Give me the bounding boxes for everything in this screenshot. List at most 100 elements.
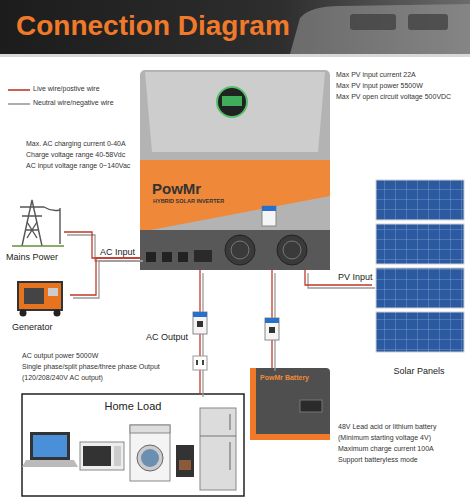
spec-note: Max PV input current 22A: [336, 71, 416, 79]
inverter-illustration: [140, 70, 330, 270]
node-label: PowMr Battery: [260, 374, 309, 382]
breaker-symbol: [269, 327, 275, 333]
neutral-wire: [67, 235, 143, 261]
inverter-illustration: [145, 72, 325, 152]
inverter-illustration: [162, 252, 172, 262]
appliance-symbols: [80, 442, 124, 470]
appliance-symbols: [30, 432, 70, 460]
breaker-symbol: [193, 312, 207, 334]
pylon-symbol: [12, 200, 64, 246]
spec-note: Charge voltage range 40-58Vdc: [26, 151, 125, 159]
outlet-symbol: [193, 356, 207, 370]
generator-symbol: [24, 288, 44, 304]
breaker-symbol: [265, 318, 279, 323]
appliance-symbols: [179, 460, 191, 470]
mains-power-node: Mains Power: [6, 196, 64, 268]
outlet-symbol: [193, 356, 207, 370]
spec-note: Maximum charge current 100A: [338, 445, 434, 453]
inverter-illustration: [277, 235, 307, 265]
node-label: Mains Power: [6, 252, 58, 262]
port-label: AC Output: [146, 332, 188, 342]
header-band: [0, 0, 470, 57]
node-subtitle: HYBRID SOLAR INVERTER: [153, 198, 224, 204]
outlet-symbol: [202, 360, 204, 365]
live-wire: [64, 232, 140, 258]
neutral-wire: [202, 273, 203, 397]
inverter-illustration: [178, 252, 188, 262]
appliance-symbols: [130, 425, 170, 433]
spec-note: AC output power 5000W: [22, 352, 98, 360]
legend-text: Live wire/postive wire: [33, 85, 100, 93]
solar-panel-node: Solar Panels: [372, 178, 466, 380]
generator-symbol: [48, 288, 58, 296]
pylon-symbol: [44, 207, 60, 211]
spec-note: Max PV input power 5500W: [336, 82, 423, 90]
home-load-frame: [22, 394, 244, 496]
live-wire: [199, 270, 200, 394]
battery-symbol: [250, 368, 256, 440]
inverter-illustration: [140, 70, 330, 270]
breaker-symbol: [193, 312, 207, 334]
inverter-illustration: [222, 96, 242, 106]
inverter-illustration: [231, 241, 249, 259]
neutral-wire: [308, 273, 375, 288]
home-load-frame: [22, 394, 244, 496]
live-wire: [271, 270, 272, 368]
inverter-illustration: [194, 250, 212, 262]
appliance-symbols: [130, 425, 170, 481]
spec-note: 48V Lead acid or lithium battery: [338, 423, 436, 431]
header-band: [408, 14, 448, 30]
breaker-symbol: [265, 318, 279, 340]
live-wire: [305, 270, 372, 285]
solar-panel-symbol: [376, 312, 464, 352]
appliance-symbols: [83, 446, 111, 466]
battery-symbol: [250, 368, 330, 440]
inverter-illustration: [262, 206, 276, 226]
pylon-symbol: [20, 207, 44, 238]
battery-symbol: [250, 434, 330, 440]
inverter-illustration: [140, 160, 330, 232]
home-load-box: Home Load: [22, 394, 244, 496]
header-band: [350, 14, 396, 30]
legend-line: [8, 103, 30, 105]
spec-note: (120/208/240V AC output): [22, 374, 103, 382]
appliance-symbols: [141, 449, 159, 467]
appliance-symbols: [137, 445, 163, 471]
node-label: Solar Panels: [372, 366, 466, 376]
spec-note: Support batteryless mode: [338, 456, 418, 464]
node-label: Home Load: [22, 400, 244, 413]
pylon-symbol: [59, 208, 60, 244]
legend-line: [8, 89, 30, 91]
header-band: [0, 0, 470, 54]
breaker-symbol: [197, 321, 203, 327]
inverter-illustration: [217, 87, 247, 117]
inverter-box: PowMrHYBRID SOLAR INVERTER: [140, 70, 330, 270]
outlet-symbol: [196, 360, 198, 365]
port-label: PV Input: [338, 272, 373, 282]
solar-panel-symbol: [376, 224, 464, 264]
port-label: AC Input: [100, 247, 135, 257]
battery-symbol: [250, 368, 330, 440]
battery-symbol: [300, 400, 322, 412]
appliance-symbols: [200, 408, 236, 490]
pylon-symbol: [22, 200, 42, 246]
spec-note: (Minimum starting voltage 4V): [338, 434, 431, 442]
inverter-illustration: [262, 206, 276, 211]
generator-symbol: [18, 282, 62, 310]
appliance-symbols: [114, 446, 121, 466]
solar-panel-symbol: [376, 180, 464, 220]
generator-symbol: [54, 310, 61, 317]
neutral-wire: [73, 261, 143, 298]
header-band: [0, 54, 470, 57]
header-band: [290, 4, 470, 54]
appliance-symbols: [176, 445, 194, 477]
appliance-symbols: [22, 460, 78, 467]
appliance-symbols: [33, 435, 67, 457]
inverter-illustration: [225, 235, 255, 265]
solar-panel-symbol: [376, 268, 464, 308]
inverter-illustration: [283, 241, 301, 259]
live-wire: [70, 258, 140, 295]
pylon-symbol: [12, 245, 64, 246]
node-label: Generator: [12, 322, 53, 332]
